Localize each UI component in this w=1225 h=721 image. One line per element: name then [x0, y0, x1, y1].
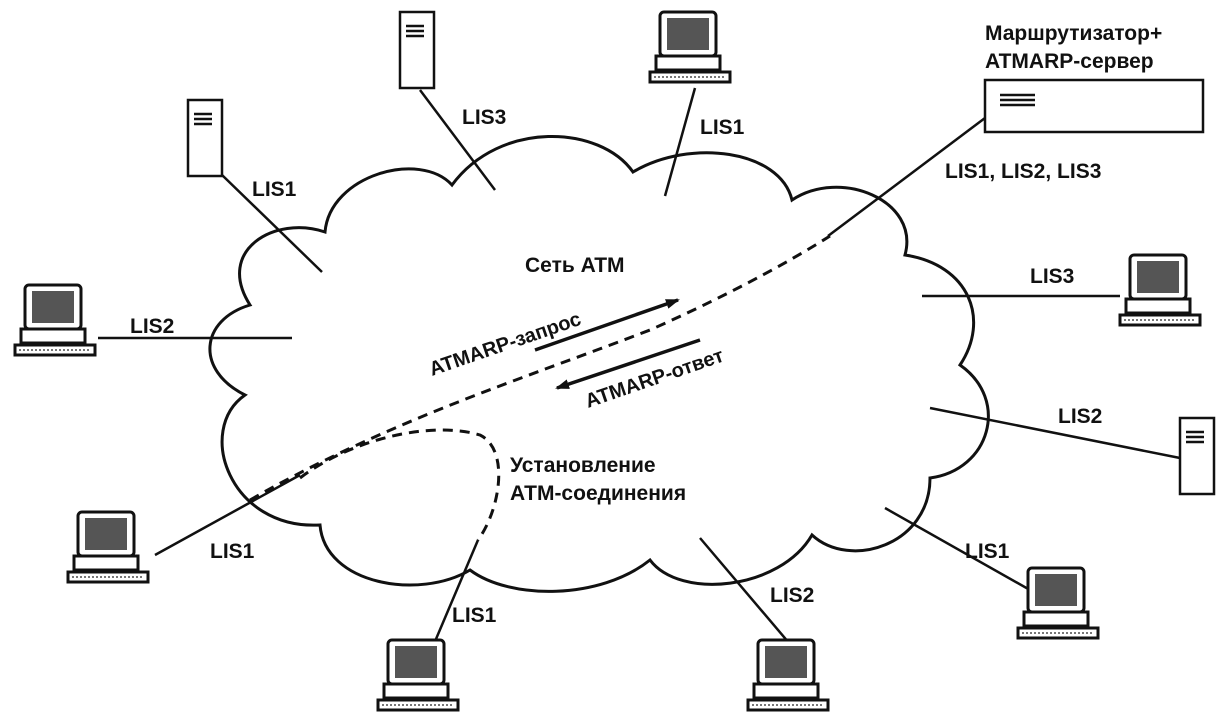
network-title: Сеть ATM	[525, 254, 625, 277]
workstation-icon	[13, 283, 97, 357]
atmarp-dashed-path	[249, 234, 831, 502]
link-ws-lowright-lis1	[884, 506, 1031, 592]
router-lis-label: LIS1, LIS2, LIS3	[945, 160, 1101, 183]
atm-network-cloud	[208, 135, 990, 593]
workstation-icon	[1118, 253, 1202, 327]
atm-connection-dashed-path	[299, 428, 501, 541]
workstation-icon	[376, 638, 460, 712]
lis-label: LIS1	[452, 604, 497, 627]
lis-label: LIS2	[130, 315, 174, 338]
link-server-lis1	[221, 174, 323, 273]
workstation-icon	[746, 638, 830, 712]
lis-label: LIS1	[965, 540, 1010, 563]
connection-setup-line1: Установление	[510, 454, 656, 477]
workstation-icon	[648, 10, 732, 84]
workstation-icon	[66, 510, 150, 584]
router-title-line2: ATMARP-сервер	[985, 50, 1154, 73]
link-ws-bottom-lis2	[699, 537, 796, 651]
router-icon	[983, 78, 1205, 134]
lis-label: LIS3	[1030, 265, 1074, 288]
lis-label: LIS3	[462, 106, 506, 129]
lis-label: LIS2	[1058, 405, 1102, 428]
lis-label: LIS1	[252, 178, 297, 201]
link-server-right-lis2	[929, 406, 1181, 460]
lis-label: LIS1	[210, 540, 255, 563]
link-server-lis3	[419, 89, 496, 191]
server-icon	[1178, 416, 1216, 496]
link-router	[827, 117, 986, 237]
router-title-line1: Маршрутизатор+	[985, 22, 1162, 45]
lis-label: LIS1	[700, 116, 745, 139]
link-ws-top-lis1	[663, 87, 697, 197]
connection-setup-line2: АТМ-соединения	[510, 482, 686, 505]
workstation-icon	[1016, 566, 1100, 640]
lis-label: LIS2	[770, 584, 814, 607]
server-icon	[186, 98, 224, 178]
link-ws-lowleft-lis1	[154, 473, 301, 557]
atmarp-request-arrow	[534, 298, 680, 352]
atmarp-reply-arrow	[555, 338, 701, 390]
server-icon	[398, 10, 436, 90]
